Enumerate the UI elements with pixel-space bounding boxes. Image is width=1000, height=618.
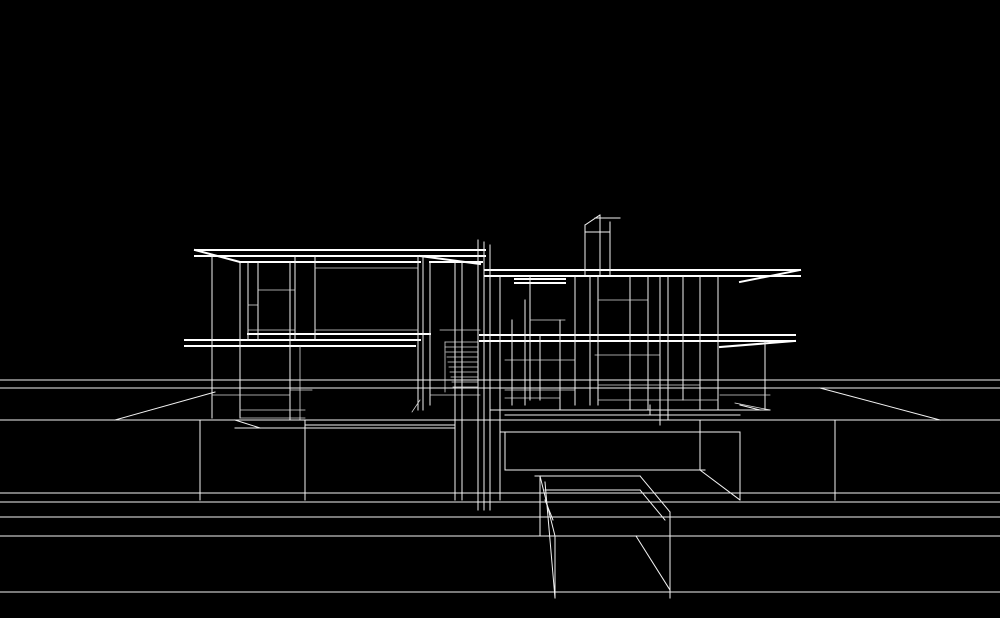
upper-roof-right xyxy=(484,268,802,284)
middle-slab xyxy=(184,333,797,349)
podium xyxy=(199,419,836,501)
interior-stair xyxy=(411,341,479,413)
facade-detail xyxy=(211,267,771,421)
upper-roof-left xyxy=(193,248,486,266)
chimney xyxy=(584,214,621,276)
entrance-ramp xyxy=(534,475,671,599)
ground-floor-outline xyxy=(204,404,771,429)
columns xyxy=(211,239,766,511)
